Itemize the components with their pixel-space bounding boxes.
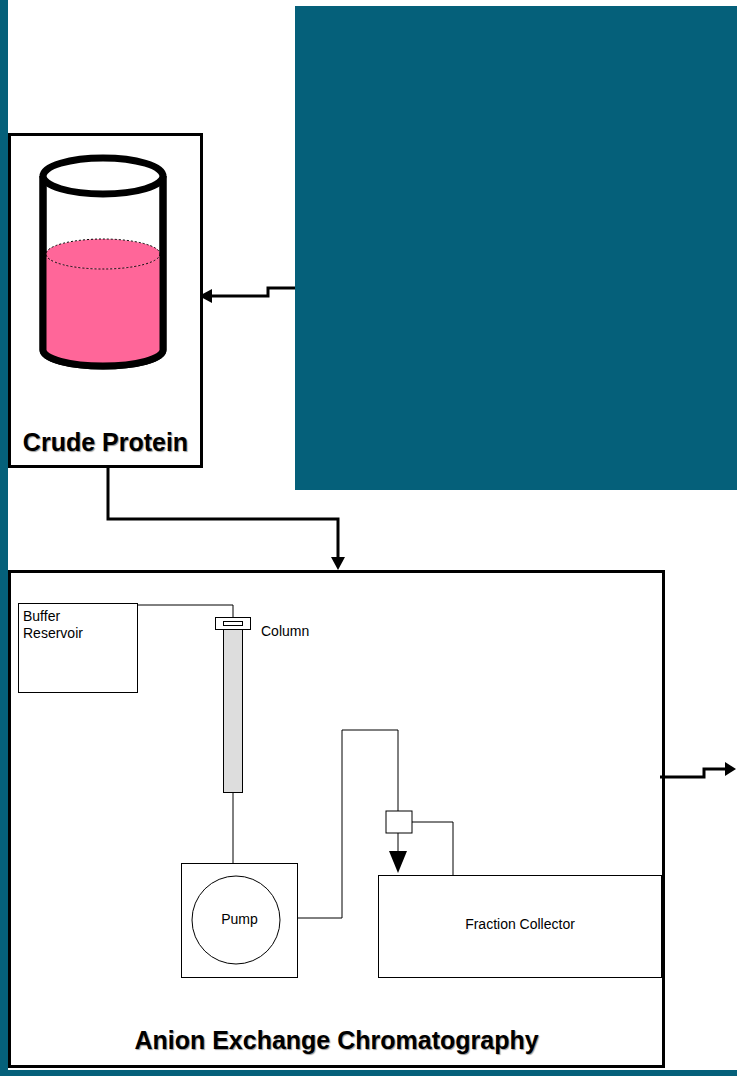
node-label: Buffer Reservoir [19,604,97,646]
connector [233,793,234,863]
reagent-box: Crude Protein [8,133,203,468]
beaker-illustration [11,136,195,386]
node-label: Fraction Collector [379,916,661,933]
connector [108,468,345,570]
tube-line [412,822,453,875]
arrow-head [389,851,407,873]
node-label: Crude Protein [11,428,200,457]
collector-box: Fraction Collector [378,875,662,978]
connector [138,605,233,617]
column-tube: Column [215,617,251,793]
node-label: Anion Exchange Chromatography [11,1026,662,1055]
node-label: Column [261,623,309,640]
node-label: Pump [182,911,297,928]
arrow-head [331,557,345,570]
pump-box: Pump [181,863,298,978]
column-drawing [215,617,251,793]
valve-symbol [386,811,412,833]
process-box: Anion Exchange Chromatography Buffer Rese… [8,570,665,1068]
reservoir-box: Buffer Reservoir [18,603,138,693]
